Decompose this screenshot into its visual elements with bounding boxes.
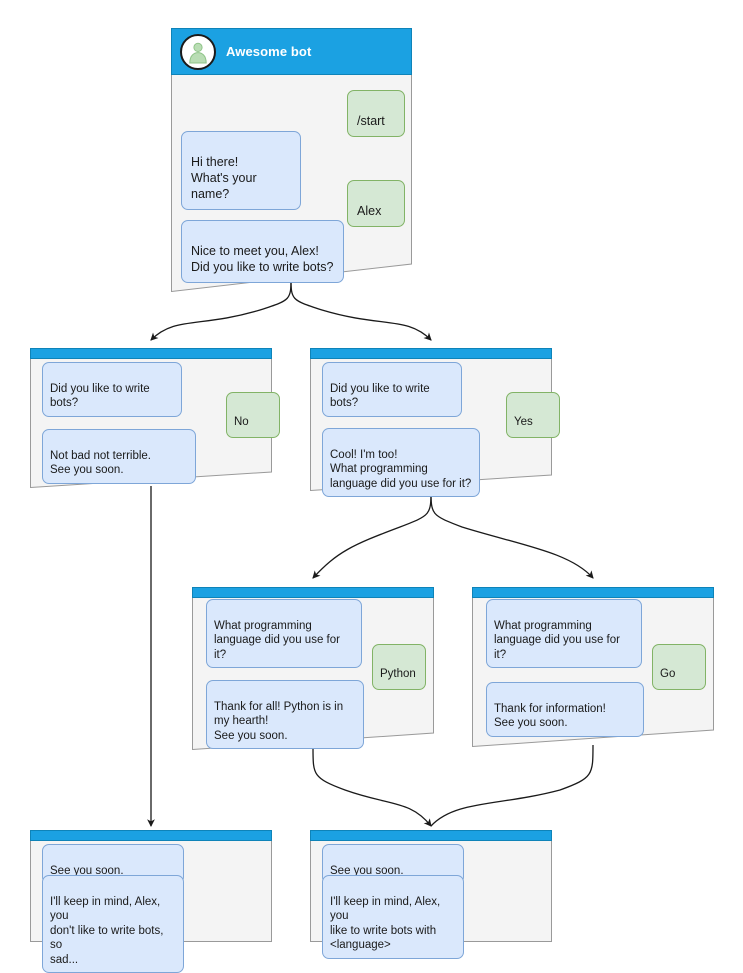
message-user-answer: Go	[652, 644, 706, 690]
message-user-start: /start	[347, 90, 405, 137]
message-bot-followup: Cool! I'm too! What programming language…	[322, 428, 480, 497]
message-bot-nice-to-meet: Nice to meet you, Alex! Did you like to …	[181, 220, 344, 283]
card-root-awesome-bot[interactable]: Awesome bot /start Hi there! What's your…	[171, 28, 412, 292]
message-bot-question: Did you like to write bots?	[42, 362, 182, 417]
no-card-header	[30, 348, 272, 359]
edge-python-to-end-happy	[312, 747, 432, 827]
message-bot-question: What programming language did you use fo…	[486, 599, 642, 668]
edge-yes-to-python	[312, 488, 432, 579]
message-bot-closing: Not bad not terrible. See you soon.	[42, 429, 196, 484]
edge-go-to-end-happy	[430, 744, 594, 827]
edge-root-to-no	[150, 276, 292, 341]
message-user-answer: No	[226, 392, 280, 438]
bot-title: Awesome bot	[226, 44, 312, 59]
message-bot-closing: Thank for information! See you soon.	[486, 682, 644, 737]
card-no-branch[interactable]: Did you like to write bots? No Not bad n…	[30, 348, 280, 488]
message-user-answer: Yes	[506, 392, 560, 438]
card-go-branch[interactable]: What programming language did you use fo…	[472, 587, 714, 747]
person-avatar-icon	[180, 33, 216, 70]
python-card-header	[192, 587, 434, 598]
message-bot-final: I'll keep in mind, Alex, you like to wri…	[322, 875, 464, 959]
message-bot-question: What programming language did you use fo…	[206, 599, 362, 668]
end-happy-card-header	[310, 830, 552, 841]
message-user-name: Alex	[347, 180, 405, 227]
message-bot-question: Did you like to write bots?	[322, 362, 462, 417]
yes-card-header	[310, 348, 552, 359]
message-bot-closing: Thank for all! Python is in my hearth! S…	[206, 680, 364, 749]
message-user-answer: Python	[372, 644, 426, 690]
card-yes-branch[interactable]: Did you like to write bots? Yes Cool! I'…	[310, 348, 560, 497]
card-end-happy[interactable]: See you soon. I'll keep in mind, Alex, y…	[310, 830, 552, 959]
end-sad-card-header	[30, 830, 272, 841]
edge-root-to-yes	[290, 276, 432, 341]
root-card-header: Awesome bot	[171, 28, 412, 75]
edge-yes-to-go	[430, 488, 594, 579]
card-end-sad[interactable]: See you soon. I'll keep in mind, Alex, y…	[30, 830, 272, 973]
message-bot-greeting: Hi there! What's your name?	[181, 131, 301, 210]
go-card-header	[472, 587, 714, 598]
card-python-branch[interactable]: What programming language did you use fo…	[192, 587, 434, 750]
message-bot-final: I'll keep in mind, Alex, you don't like …	[42, 875, 184, 973]
